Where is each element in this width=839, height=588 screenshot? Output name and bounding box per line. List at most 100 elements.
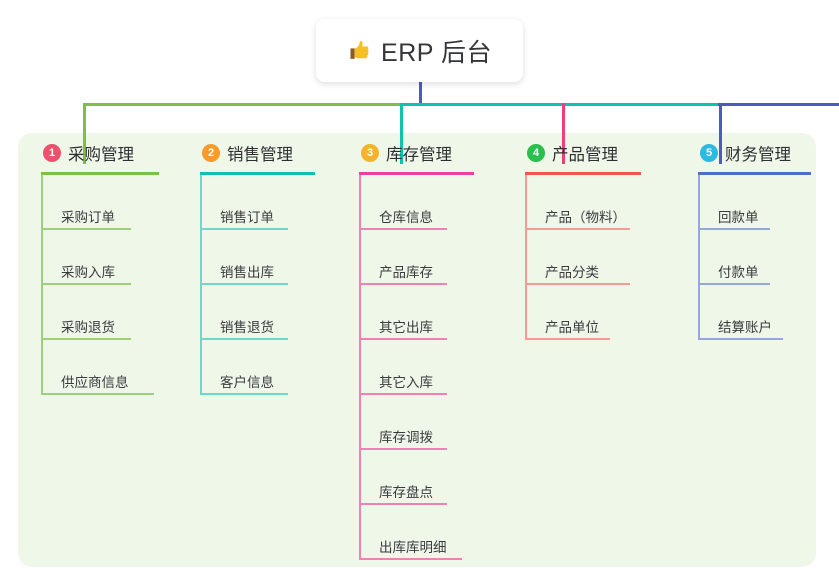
leaf-rule bbox=[41, 338, 131, 340]
leaf-label: 其它入库 bbox=[379, 375, 433, 390]
column-number-badge: 4 bbox=[527, 144, 545, 162]
leaf-item[interactable]: 仓库信息 bbox=[359, 175, 474, 230]
leaf-item[interactable]: 库存调拨 bbox=[359, 395, 474, 450]
leaf-item[interactable]: 产品分类 bbox=[525, 230, 641, 285]
leaf-rule bbox=[200, 393, 288, 395]
leaf-label: 销售退货 bbox=[220, 320, 274, 335]
leaf-label: 其它出库 bbox=[379, 320, 433, 335]
leaf-item[interactable]: 其它入库 bbox=[359, 340, 474, 395]
leaf-item[interactable]: 其它出库 bbox=[359, 285, 474, 340]
leaf-label: 仓库信息 bbox=[379, 210, 433, 225]
leaf-rule bbox=[359, 283, 447, 285]
leaf-label: 付款单 bbox=[718, 265, 759, 280]
leaf-item[interactable]: 出库库明细 bbox=[359, 505, 474, 560]
leaf-label: 采购入库 bbox=[61, 265, 115, 280]
column-title: 库存管理 bbox=[386, 146, 452, 164]
leaf-rule bbox=[359, 558, 462, 560]
leaf-rule bbox=[525, 228, 630, 230]
leaf-rule bbox=[359, 448, 447, 450]
leaf-label: 出库库明细 bbox=[379, 540, 447, 555]
column-spine bbox=[200, 175, 202, 395]
leaf-rule bbox=[525, 283, 630, 285]
column-number-badge: 1 bbox=[43, 144, 61, 162]
leaf-rule bbox=[200, 283, 288, 285]
column-spine bbox=[359, 175, 361, 560]
leaf-rule bbox=[359, 393, 447, 395]
leaf-label: 采购退货 bbox=[61, 320, 115, 335]
drop-connector-1 bbox=[83, 103, 86, 164]
leaf-list: 产品（物料） 产品分类产品单位 bbox=[525, 175, 641, 340]
root-title: ERP 后台 bbox=[381, 38, 492, 67]
leaf-item[interactable]: 销售订单 bbox=[200, 175, 315, 230]
leaf-rule bbox=[200, 338, 288, 340]
column-spine bbox=[41, 175, 43, 395]
leaf-list: 采购订单采购入库采购退货供应商信息 bbox=[41, 175, 159, 395]
column-header-3[interactable]: 3 库存管理 bbox=[359, 140, 474, 166]
leaf-rule bbox=[525, 338, 610, 340]
leaf-rule bbox=[698, 228, 770, 230]
leaf-label: 产品分类 bbox=[545, 265, 599, 280]
leaf-item[interactable]: 采购退货 bbox=[41, 285, 159, 340]
column-spine bbox=[525, 175, 527, 340]
column-spine bbox=[698, 175, 700, 340]
leaf-label: 产品单位 bbox=[545, 320, 599, 335]
leaf-label: 销售订单 bbox=[220, 210, 274, 225]
leaf-item[interactable]: 销售退货 bbox=[200, 285, 315, 340]
diagram-background-panel bbox=[18, 133, 816, 567]
root-node[interactable]: ERP 后台 bbox=[316, 19, 523, 82]
column-header-rule bbox=[698, 172, 811, 175]
leaf-list: 回款单付款单结算账户 bbox=[698, 175, 811, 340]
leaf-rule bbox=[698, 338, 783, 340]
leaf-rule bbox=[41, 283, 131, 285]
column-number-badge: 3 bbox=[361, 144, 379, 162]
leaf-label: 回款单 bbox=[718, 210, 759, 225]
column-header-rule bbox=[41, 172, 159, 175]
leaf-rule bbox=[41, 228, 131, 230]
leaf-label: 销售出库 bbox=[220, 265, 274, 280]
drop-connector-3 bbox=[562, 103, 565, 164]
leaf-item[interactable]: 付款单 bbox=[698, 230, 811, 285]
leaf-label: 结算账户 bbox=[718, 320, 772, 335]
column-number-badge: 2 bbox=[202, 144, 220, 162]
leaf-item[interactable]: 库存盘点 bbox=[359, 450, 474, 505]
leaf-item[interactable]: 采购订单 bbox=[41, 175, 159, 230]
thumbs-up-icon bbox=[347, 38, 372, 63]
leaf-item[interactable]: 客户信息 bbox=[200, 340, 315, 395]
leaf-rule bbox=[359, 338, 447, 340]
leaf-rule bbox=[698, 283, 770, 285]
leaf-item[interactable]: 产品单位 bbox=[525, 285, 641, 340]
leaf-rule bbox=[359, 503, 447, 505]
leaf-item[interactable]: 采购入库 bbox=[41, 230, 159, 285]
leaf-rule bbox=[359, 228, 447, 230]
leaf-item[interactable]: 结算账户 bbox=[698, 285, 811, 340]
leaf-item[interactable]: 产品库存 bbox=[359, 230, 474, 285]
leaf-label: 客户信息 bbox=[220, 375, 274, 390]
bus-segment-green bbox=[83, 103, 403, 106]
leaf-label: 供应商信息 bbox=[61, 375, 129, 390]
column-库存管理: 3 库存管理仓库信息产品库存其它出库其它入库库存调拨库存盘点出库库明细 bbox=[359, 140, 474, 560]
bus-segment-teal bbox=[400, 103, 720, 106]
leaf-label: 采购订单 bbox=[61, 210, 115, 225]
leaf-item[interactable]: 供应商信息 bbox=[41, 340, 159, 395]
leaf-rule bbox=[200, 228, 288, 230]
column-number-badge: 5 bbox=[700, 144, 718, 162]
leaf-list: 仓库信息产品库存其它出库其它入库库存调拨库存盘点出库库明细 bbox=[359, 175, 474, 560]
column-header-rule bbox=[200, 172, 315, 175]
column-销售管理: 2 销售管理销售订单销售出库销售退货客户信息 bbox=[200, 140, 315, 395]
column-title: 销售管理 bbox=[227, 146, 293, 164]
leaf-label: 库存盘点 bbox=[379, 485, 433, 500]
column-header-rule bbox=[525, 172, 641, 175]
leaf-item[interactable]: 产品（物料） bbox=[525, 175, 641, 230]
leaf-label: 库存调拨 bbox=[379, 430, 433, 445]
leaf-item[interactable]: 回款单 bbox=[698, 175, 811, 230]
drop-connector-2 bbox=[400, 103, 403, 164]
bus-segment-blue bbox=[718, 103, 839, 106]
leaf-item[interactable]: 销售出库 bbox=[200, 230, 315, 285]
column-header-2[interactable]: 2 销售管理 bbox=[200, 140, 315, 166]
